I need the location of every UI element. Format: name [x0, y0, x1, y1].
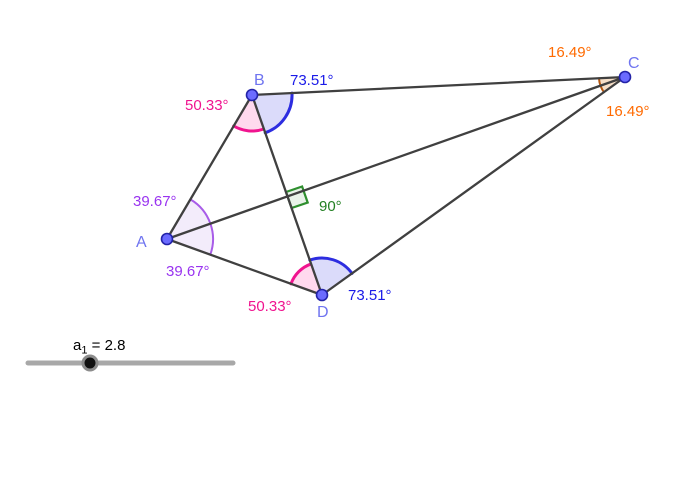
- slider-handle[interactable]: [81, 354, 99, 372]
- angle-BDC-label: 73.51°: [348, 287, 392, 304]
- angle-ABD-sector: [233, 95, 264, 132]
- angle-CAD-sector: [167, 223, 214, 255]
- angle-BCA-label: 16.49°: [548, 44, 592, 61]
- segment-BC[interactable]: [250, 75, 627, 97]
- angle-ADB-label: 50.33°: [248, 298, 292, 315]
- segment-BD[interactable]: [250, 93, 324, 297]
- angle-ADB-arc: [289, 262, 313, 286]
- point-B[interactable]: [245, 88, 259, 102]
- angle-BAC-label: 39.67°: [133, 193, 177, 210]
- slider-label: a1 = 2.8: [73, 337, 125, 357]
- point-label-D: D: [317, 304, 329, 321]
- angle-BDC-arc: [308, 256, 354, 275]
- segment-AC[interactable]: [165, 75, 627, 241]
- angle-ABD-arc: [232, 124, 266, 133]
- segment-DA[interactable]: [165, 237, 324, 297]
- point-label-A: A: [136, 234, 147, 251]
- angle-CAD-label: 39.67°: [166, 263, 210, 280]
- angle-ACD-label: 16.49°: [606, 103, 650, 120]
- segment-CD[interactable]: [320, 75, 627, 297]
- angle-DBC-label: 73.51°: [290, 72, 334, 89]
- point-D[interactable]: [315, 288, 329, 302]
- point-label-B: B: [254, 72, 265, 89]
- angle-BDC-sector: [309, 258, 352, 295]
- segment-AB[interactable]: [165, 93, 254, 241]
- point-label-C: C: [628, 55, 640, 72]
- point-A[interactable]: [160, 232, 174, 246]
- right-angle-label: 90°: [319, 198, 342, 215]
- angle-DBC-arc: [263, 91, 294, 135]
- angle-ABD-label: 50.33°: [185, 97, 229, 114]
- point-C[interactable]: [618, 70, 632, 84]
- angle-BAC-sector: [167, 199, 211, 239]
- angle-CAD-arc: [209, 222, 215, 256]
- angle-BAC-arc: [189, 198, 212, 225]
